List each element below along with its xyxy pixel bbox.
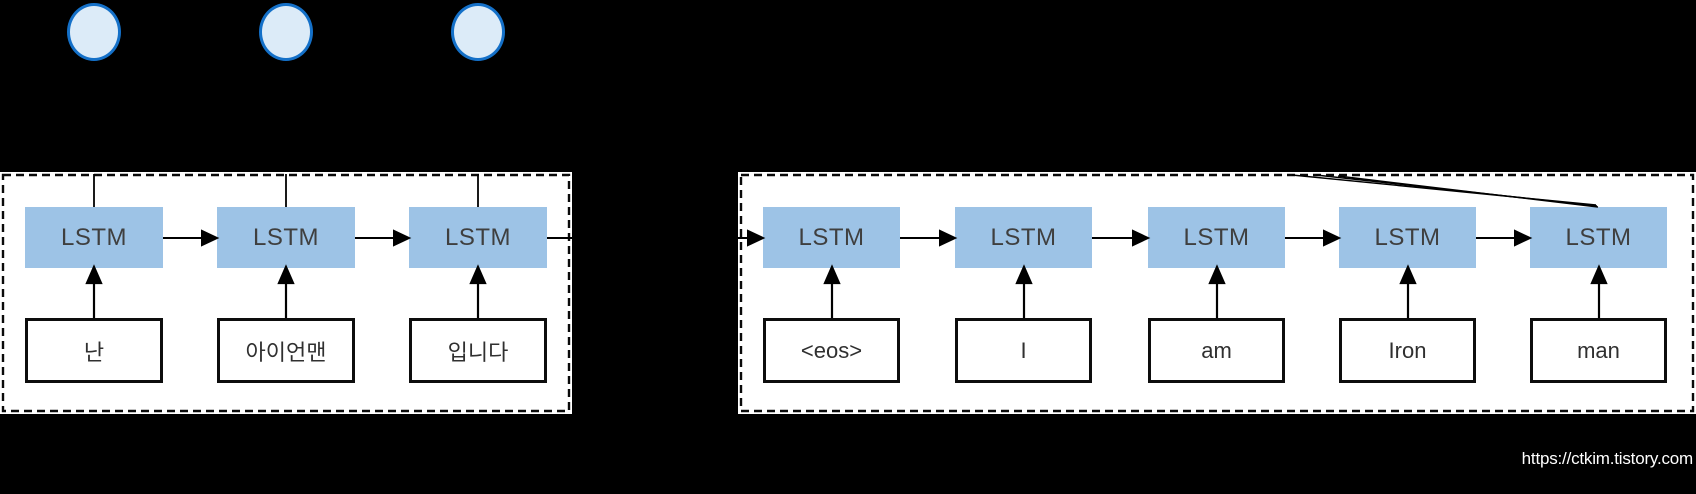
decoder-input-4: Iron	[1339, 318, 1476, 383]
encoder-lstm-1-label: LSTM	[60, 223, 127, 251]
decoder-input-3: am	[1148, 318, 1285, 383]
encoder-input-2-word: 아이언맨	[245, 339, 327, 365]
decoder-lstm-2-label: LSTM	[990, 223, 1057, 251]
decoder-input-5: man	[1530, 318, 1667, 383]
encoder-lstm-3-label: LSTM	[444, 223, 511, 251]
hidden-state-circle-3	[451, 3, 505, 61]
decoder-input-1-word: <eos>	[800, 337, 863, 363]
decoder-lstm-1-label: LSTM	[798, 223, 865, 251]
encoder-lstm-3: LSTM	[409, 207, 547, 268]
watermark-url: https://ctkim.tistory.com	[1521, 449, 1694, 468]
decoder-lstm-3-label: LSTM	[1183, 223, 1250, 251]
encoder-lstm-1: LSTM	[25, 207, 163, 268]
decoder-input-5-word: man	[1577, 337, 1620, 363]
decoder-input-4-word: Iron	[1388, 337, 1427, 363]
decoder-lstm-3: LSTM	[1148, 207, 1285, 268]
decoder-lstm-4: LSTM	[1339, 207, 1476, 268]
decoder-input-2-word: I	[1020, 337, 1027, 363]
decoder-input-1: <eos>	[763, 318, 900, 383]
decoder-lstm-1: LSTM	[763, 207, 900, 268]
encoder-input-1: 난	[25, 318, 163, 383]
encoder-input-3-word: 입니다	[447, 339, 509, 365]
decoder-lstm-4-label: LSTM	[1374, 223, 1441, 251]
encoder-input-1-word: 난	[83, 339, 105, 365]
decoder-lstm-5-label: LSTM	[1565, 223, 1632, 251]
encoder-lstm-2: LSTM	[217, 207, 355, 268]
decoder-input-3-word: am	[1201, 337, 1232, 363]
decoder-lstm-2: LSTM	[955, 207, 1092, 268]
encoder-lstm-2-label: LSTM	[252, 223, 319, 251]
hidden-state-circle-1	[67, 3, 121, 61]
decoder-input-2: I	[955, 318, 1092, 383]
encoder-input-2: 아이언맨	[217, 318, 355, 383]
encoder-input-3: 입니다	[409, 318, 547, 383]
decoder-lstm-5: LSTM	[1530, 207, 1667, 268]
hidden-state-circle-2	[259, 3, 313, 61]
